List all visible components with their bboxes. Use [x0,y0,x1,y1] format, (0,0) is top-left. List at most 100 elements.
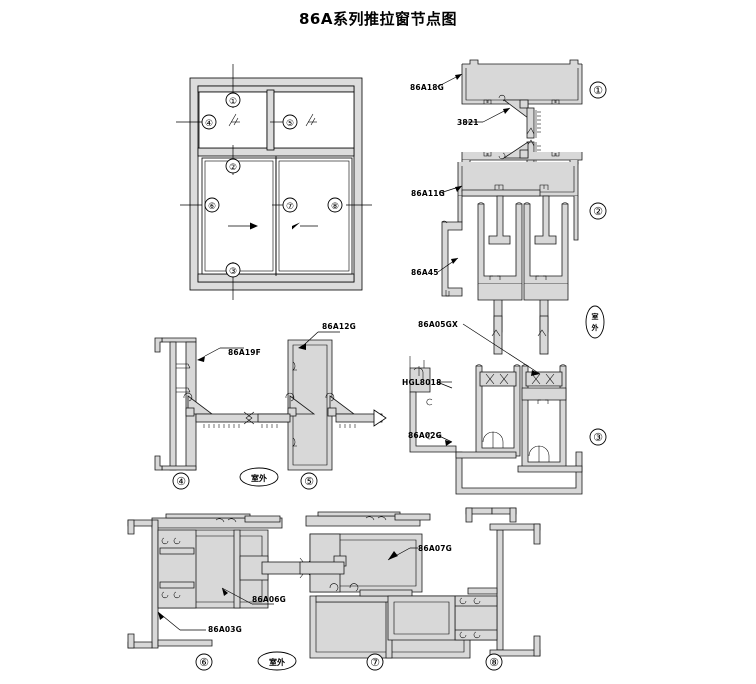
elevation-marker-8-label: ⑧ [331,202,339,212]
section-marker-1-label: ① [593,84,603,97]
elevation-marker-6: ⑥ [204,197,220,213]
s1-hook-lower [498,152,506,160]
outdoor-tag-right-char1: 室 [592,312,599,321]
outdoor-tag-bottom-label: 室外 [269,657,285,667]
s4-top-left-return [154,337,163,353]
elevation-marker-2: ② [225,158,241,174]
s3-arch-left [482,431,504,448]
elevation-sash-right-inner [278,160,350,272]
s4-arrowhead [197,356,205,362]
s6-top-rib [165,513,251,519]
outdoor-tag-mid-label: 室外 [251,473,267,483]
s1-label-3821: 3821 [457,118,479,127]
elevation-marker-4: ④ [201,114,217,130]
s1-interlock-upper [526,107,535,139]
s1-top-ribs [462,59,582,65]
s4-rib-a [176,363,191,369]
section-marker-4-label: ④ [176,475,186,488]
s1-head-profile-upper [461,64,583,105]
s3-hgl-top [409,356,425,368]
s2-clip-a [494,184,504,190]
s4-leader-86A19F [204,347,221,357]
s3-glass-left [493,315,503,355]
s6-hooks-a [161,537,181,545]
s3-label-86A02G: 86A02G [408,431,442,440]
s3-arrowhead-c [445,440,452,446]
s7-arrowhead [388,551,398,560]
elevation-head-rail [197,85,355,93]
elevation-marker-7-label: ⑦ [286,202,294,212]
s5-leader-86A12G [304,331,319,345]
s4-bottom-flange [161,465,197,471]
s5-hook-left [285,392,295,402]
s2-rail-left [488,195,511,245]
glass-symbol-left [228,113,240,127]
section-5-detail: 86A12G ⑤ [257,322,387,490]
s6-top-hooks [215,518,237,523]
s6-label-86A06G: 86A06G [252,595,286,604]
s6-arrowhead-b [158,612,164,620]
section-marker-3-label: ③ [593,431,603,444]
s8-jamb-left-flange [467,587,498,595]
s7-top-hooks [365,516,387,521]
s5-brush [261,424,356,428]
s1-brush-hatch [537,111,541,159]
s7-label-86A07G: 86A07G [418,544,452,553]
s8-jamb-top-return [533,523,541,545]
s6-sash-left-chamber [157,529,197,609]
s2-sash-clip-r [535,275,547,280]
s2-midrail-a [461,189,541,197]
s5-box-outer [287,339,333,471]
s8-box-left [387,595,456,641]
s4-label-86A19F: 86A19F [228,348,261,357]
s8-chamber-bot [454,629,498,641]
elevation-mid-transom [197,147,355,157]
s4-brush [203,424,240,428]
s3-label-86A05GX: 86A05GX [418,320,458,329]
s2-skirt-left [457,196,463,223]
section-marker-3: ③ [589,428,607,446]
s1-clip-d [551,152,560,157]
s4-inner-vertical [169,341,177,471]
s5-block-left [287,407,297,417]
s3-sill-base [455,451,583,495]
s3-sill-step-right [517,465,583,473]
glass-symbol-right [305,113,317,127]
section-2-detail: 86A11G 86A45 ② [411,162,607,333]
s3-leader-HGLb [436,381,453,389]
s6-outer-bot-return [127,633,135,649]
section-marker-7-label: ⑦ [370,656,380,669]
s8-chamber-top [454,595,498,607]
s8-hooks-bot [459,631,481,639]
s3-leader-86A05GX [462,323,541,375]
elevation-marker-1-label: ① [229,97,237,107]
elevation-sash-left [201,157,277,275]
elevation-marker-8: ⑧ [327,197,343,213]
section-marker-5-label: ⑤ [304,475,314,488]
elevation-marker-5: ⑤ [282,114,298,130]
s3-roller-x-left [485,373,509,385]
elevation-marker-6-label: ⑥ [208,202,216,212]
s3-label-HGL8018: HGL8018 [402,378,442,387]
elevation-marker-3: ③ [225,262,241,278]
s2-sash-clip-l [489,275,501,280]
s1-block-lower [519,149,529,159]
s4-hook [183,392,193,402]
section-1-detail: 86A18G 3821 ① [410,59,607,169]
s4-break-symbol [243,411,255,425]
s8-hooks-top [459,597,481,605]
s1-arrowhead-a [455,74,462,80]
window-elevation: ① ② ③ ④ ⑤ ⑥ ⑦ [176,64,372,300]
s6-leader-86A03G [157,611,181,631]
s5-box-inner [292,344,328,466]
s5-arrowhead [298,343,306,350]
s1-label-86A18G: 86A18G [410,83,444,92]
s1-block-upper [519,99,529,109]
s8-jamb-bot-return [533,635,541,657]
section-8-detail: ⑧ [387,507,541,671]
s3-roller-left [479,371,517,387]
section-7-detail: 86A07G ⑦ [299,511,471,671]
s6-top-slide [244,515,281,523]
s3-arrowhead-a [531,370,540,376]
s7-hooks-mid [329,583,359,592]
